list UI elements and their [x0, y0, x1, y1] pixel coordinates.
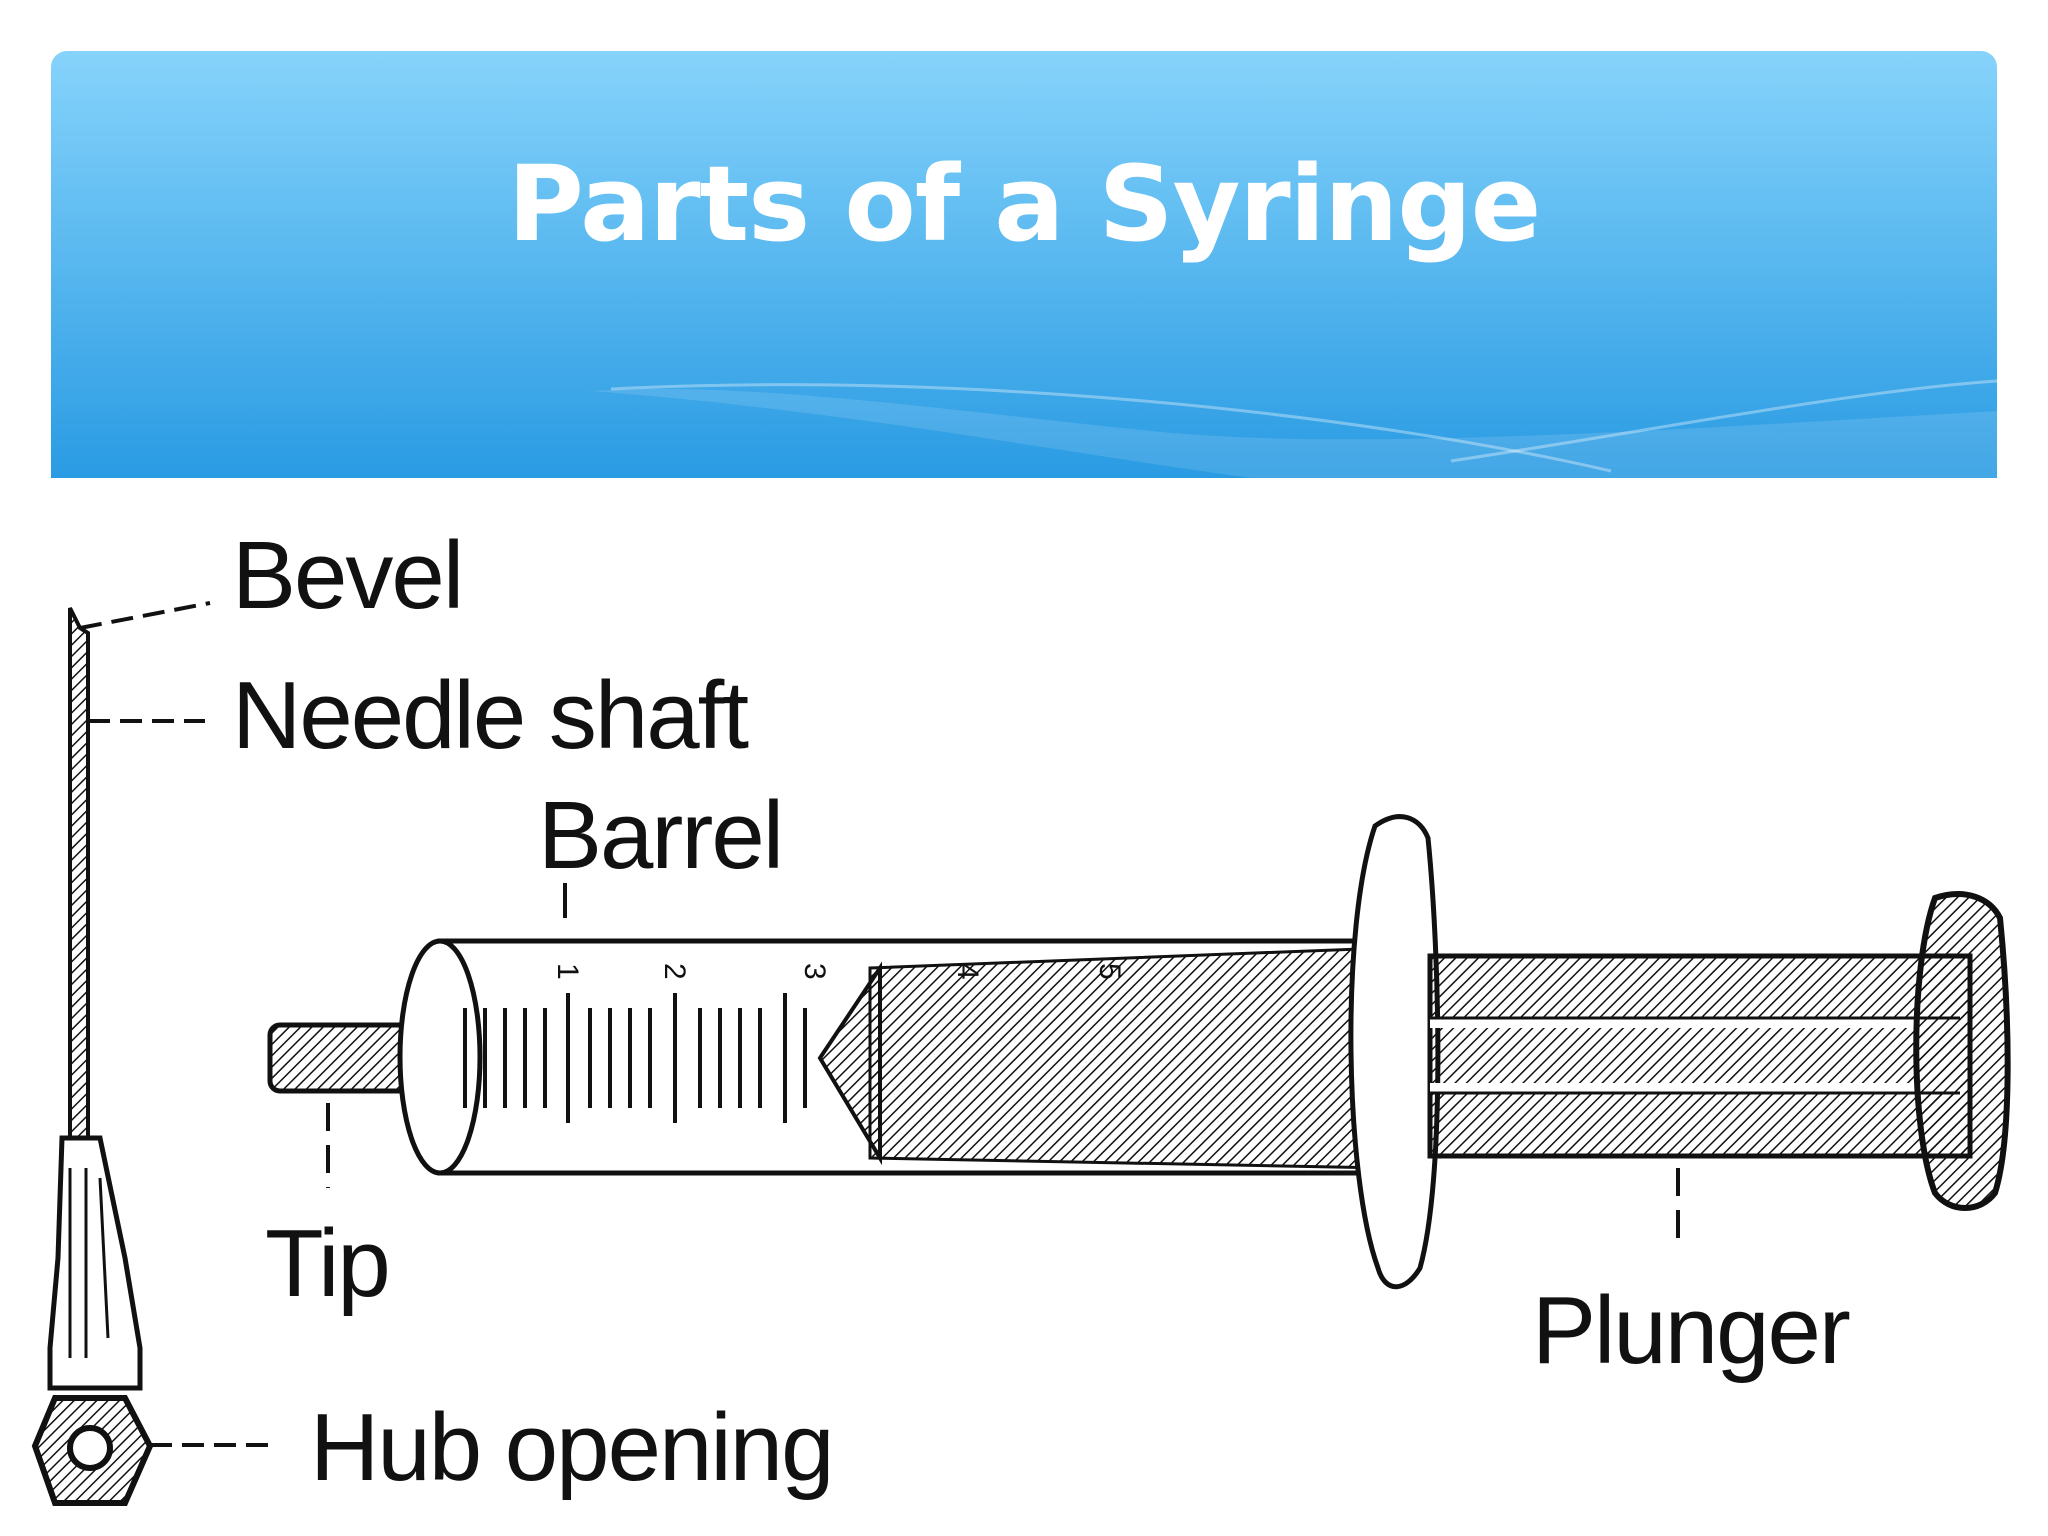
needle: [31, 607, 154, 1506]
needle-hub: [47, 1135, 143, 1391]
hub-opening-label: Hub opening: [310, 1394, 832, 1501]
barrel: 1 2 3 4 5: [397, 814, 1441, 1290]
tip-label: Tip: [265, 1210, 389, 1317]
needle-shaft-label: Needle shaft: [232, 662, 748, 769]
barrel-label: Barrel: [538, 782, 782, 889]
plunger: [1427, 891, 2011, 1211]
bevel-leader: [79, 601, 211, 630]
slide-title: Parts of a Syringe: [507, 143, 1542, 265]
bevel-label: Bevel: [232, 522, 462, 629]
scale-mark-3: 3: [798, 963, 831, 980]
scale-mark-1: 1: [551, 963, 584, 980]
title-banner: Parts of a Syringe: [51, 51, 1997, 478]
banner-swoosh-decoration: [591, 379, 1997, 478]
scale-mark-2: 2: [658, 963, 691, 980]
plunger-label: Plunger: [1532, 1277, 1850, 1384]
scale-mark-5: 5: [1093, 963, 1126, 980]
syringe-diagram: 1 2 3 4 5 Bevel: [31, 522, 2011, 1506]
syringe-tip: [267, 1022, 413, 1094]
plunger-thumb-rest: [1913, 891, 2011, 1211]
scale-mark-4: 4: [951, 963, 984, 980]
finger-flange: [1348, 814, 1441, 1290]
